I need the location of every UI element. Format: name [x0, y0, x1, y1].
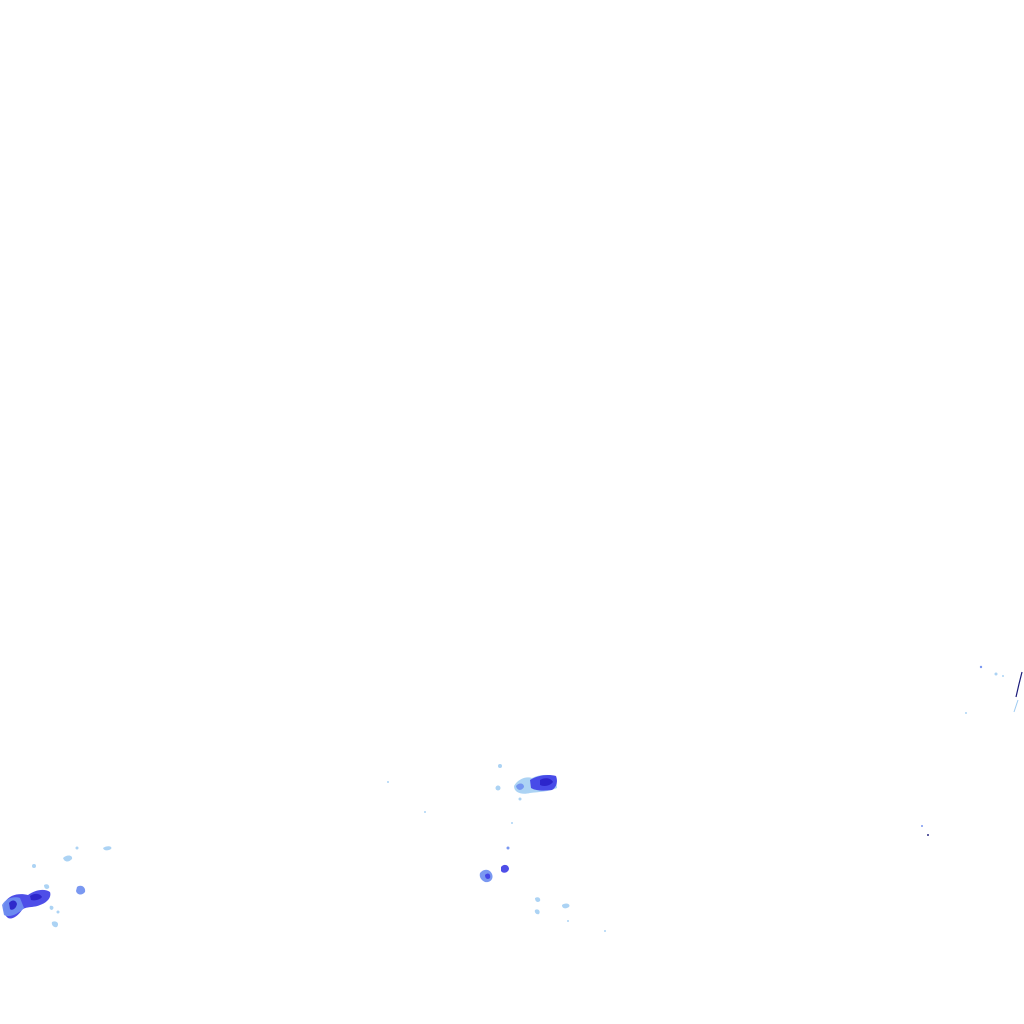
echo-blob — [103, 846, 112, 851]
echo-blob — [51, 921, 59, 928]
echo-speck — [511, 822, 513, 824]
echo-blob — [562, 903, 570, 909]
echo-streak — [1013, 699, 1019, 713]
echo-speck — [498, 764, 502, 768]
echo-speck — [979, 665, 983, 669]
echo-speck — [518, 797, 522, 801]
echo-core — [30, 893, 42, 901]
echo-speck — [495, 785, 501, 791]
echo-speck — [506, 846, 510, 850]
echo-blob — [516, 783, 524, 790]
echo-blob — [535, 897, 541, 902]
echo-speck — [75, 846, 79, 850]
echo-cluster-central — [387, 764, 557, 824]
echo-blob — [63, 855, 73, 862]
echo-speck — [387, 781, 389, 783]
echo-blob — [501, 864, 509, 873]
echo-speck — [965, 712, 967, 714]
echo-blob — [44, 884, 50, 889]
echo-blob — [534, 909, 540, 915]
echo-speck — [56, 910, 60, 914]
echo-cluster-southwest — [2, 846, 112, 928]
echo-cluster-east-edge — [921, 665, 1023, 836]
echo-core — [540, 778, 553, 786]
echo-core — [9, 900, 17, 910]
echo-speck — [32, 864, 36, 868]
echo-streak — [1015, 671, 1023, 698]
echo-speck — [1002, 675, 1004, 677]
echo-speck — [604, 930, 606, 932]
echo-speck — [927, 834, 929, 836]
echo-core — [485, 873, 491, 879]
echo-blob — [76, 885, 86, 895]
echo-speck — [567, 920, 569, 922]
echo-blob — [49, 905, 54, 910]
echo-cluster-south-central — [479, 846, 606, 932]
echo-speck — [921, 825, 923, 827]
echo-speck — [994, 672, 998, 676]
echo-speck — [424, 811, 426, 813]
